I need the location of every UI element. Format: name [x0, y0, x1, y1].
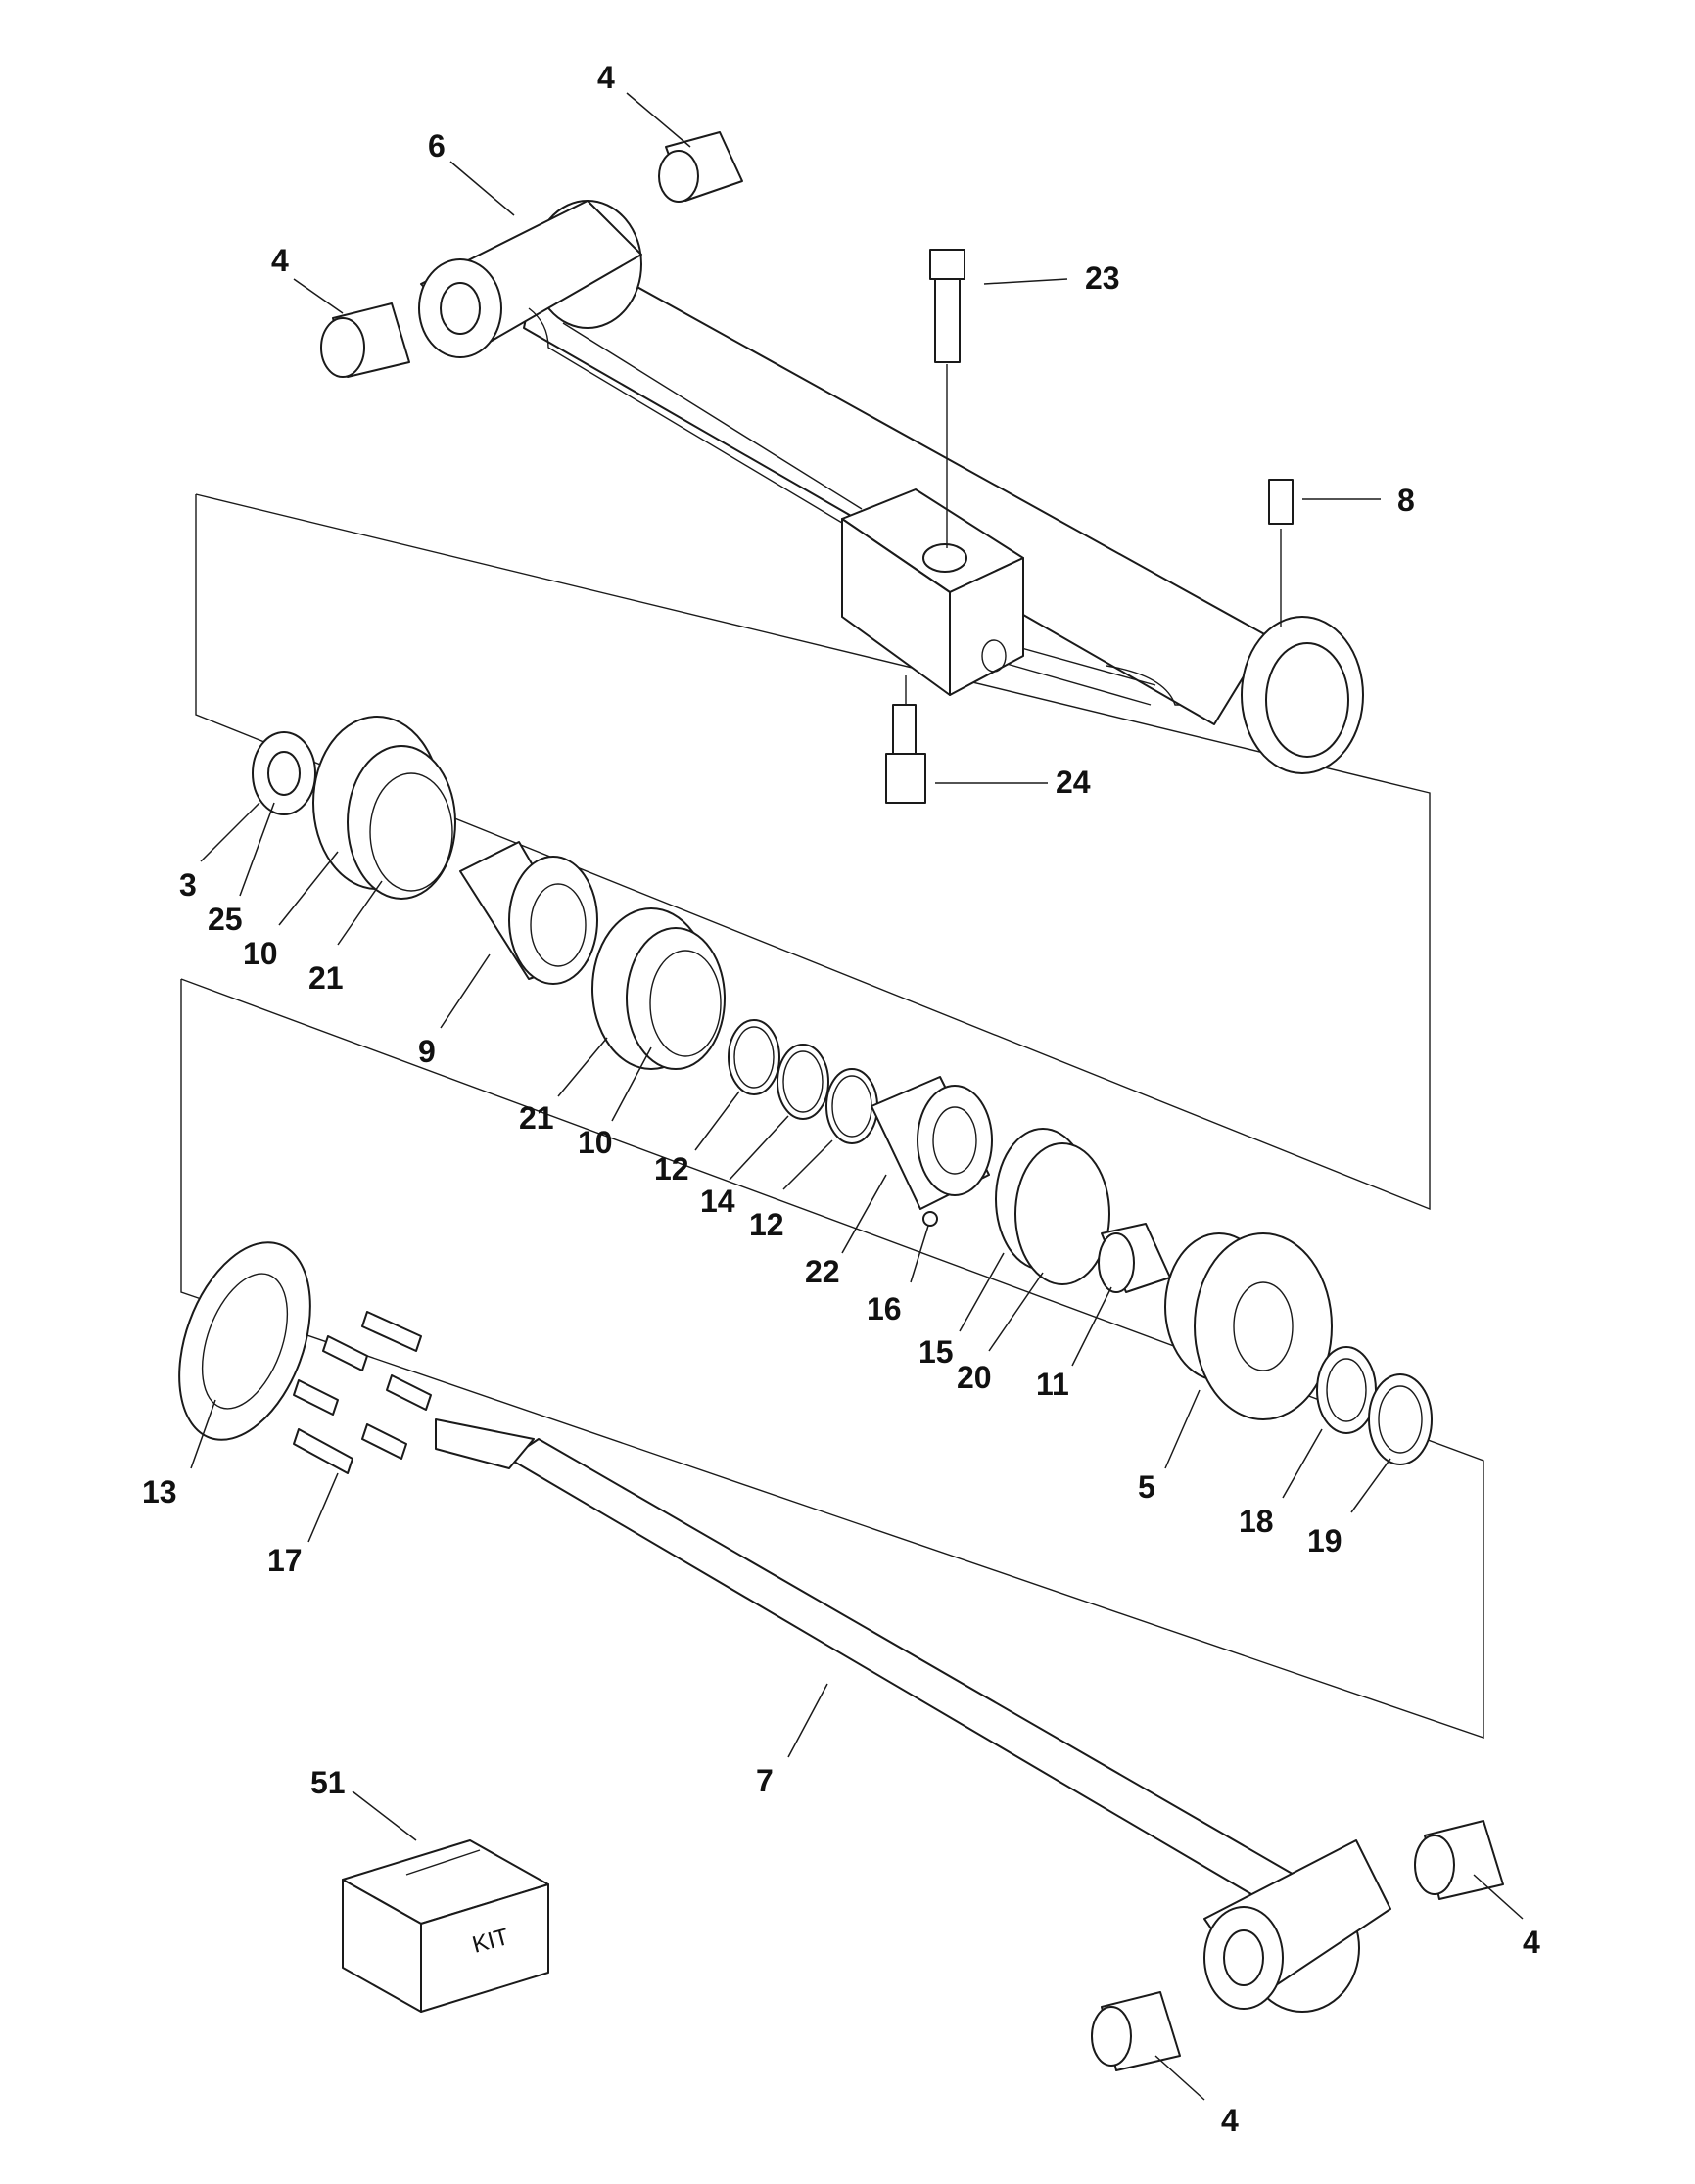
callout-13[interactable]: 13	[142, 1474, 177, 1510]
callout-12-a[interactable]: 12	[654, 1151, 689, 1186]
callout-11[interactable]: 11	[1036, 1367, 1069, 1402]
kit-box-51[interactable]: KIT	[342, 1839, 549, 2013]
bushing-4-top	[658, 131, 743, 203]
flange-plate-13	[178, 1241, 311, 1441]
callout-21-b[interactable]: 21	[519, 1100, 554, 1136]
seal-19	[1368, 1373, 1433, 1465]
callout-4-left[interactable]: 4	[271, 243, 289, 278]
callout-24[interactable]: 24	[1056, 765, 1091, 800]
callout-5[interactable]: 5	[1138, 1469, 1155, 1505]
seal-assembly-21-10-left	[312, 716, 456, 900]
callout-7[interactable]: 7	[756, 1763, 774, 1798]
callout-20[interactable]: 20	[957, 1360, 992, 1395]
callout-25[interactable]: 25	[208, 902, 243, 937]
bushing-4-bottom	[1091, 1991, 1181, 2071]
callout-6[interactable]: 6	[428, 128, 446, 163]
nut-3	[252, 731, 316, 815]
spacer-22	[871, 1076, 993, 1210]
valve-block	[841, 488, 1024, 696]
ring-15-20	[995, 1128, 1110, 1285]
callout-labels: 4 6 4 23 8 24 3 25 10 21 9 21 10 12 14 1…	[142, 60, 1540, 2138]
fitting-23	[929, 249, 965, 548]
bushing-4-right	[1414, 1820, 1504, 1900]
piston-9	[459, 841, 598, 985]
callout-10-b[interactable]: 10	[578, 1125, 613, 1160]
cylinder-barrel	[418, 200, 1364, 774]
seal-assembly-21-10-right	[591, 907, 726, 1070]
grease-fitting-8	[1268, 479, 1294, 627]
callout-16[interactable]: 16	[867, 1291, 902, 1326]
fitting-24	[885, 675, 926, 804]
piston-rod-7	[435, 1418, 1391, 2013]
callout-4-bottom[interactable]: 4	[1221, 2103, 1239, 2138]
assembly-guide-lines	[180, 493, 1484, 1739]
callout-4-top[interactable]: 4	[597, 60, 615, 95]
callout-12-b[interactable]: 12	[749, 1207, 784, 1242]
callout-17[interactable]: 17	[267, 1543, 303, 1578]
callout-4-right[interactable]: 4	[1523, 1925, 1540, 1960]
callout-9[interactable]: 9	[418, 1034, 436, 1069]
wiper-18	[1316, 1346, 1377, 1434]
callout-3[interactable]: 3	[179, 867, 197, 903]
callout-14[interactable]: 14	[700, 1184, 735, 1219]
bolts-17	[293, 1311, 432, 1474]
set-screw-16	[922, 1211, 938, 1227]
callout-21-a[interactable]: 21	[308, 960, 344, 996]
callout-8[interactable]: 8	[1397, 483, 1415, 518]
callout-10-a[interactable]: 10	[243, 936, 278, 971]
cylinder-head-5	[1164, 1232, 1333, 1420]
callout-19[interactable]: 19	[1307, 1523, 1342, 1558]
callout-23[interactable]: 23	[1085, 260, 1120, 296]
o-ring-12-b	[825, 1068, 878, 1144]
callout-22[interactable]: 22	[805, 1254, 840, 1289]
callout-15[interactable]: 15	[918, 1334, 954, 1370]
callout-18[interactable]: 18	[1239, 1504, 1274, 1539]
leader-lines	[190, 92, 1524, 2101]
bushing-4-left	[320, 302, 410, 378]
o-ring-12-a	[728, 1019, 780, 1095]
callout-51[interactable]: 51	[310, 1765, 346, 1800]
bushing-11	[1098, 1223, 1171, 1293]
backup-ring-14	[777, 1044, 829, 1120]
